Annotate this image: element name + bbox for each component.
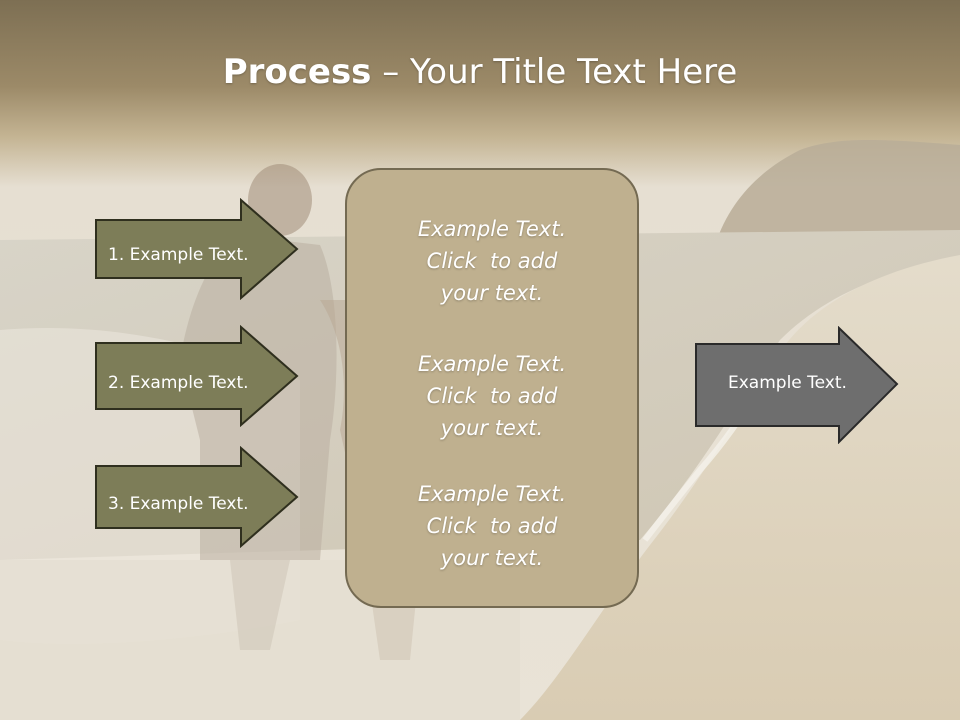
process-step-2-arrow[interactable]	[94, 325, 300, 427]
process-step-2-label: 2. Example Text.	[108, 373, 249, 393]
process-step-1-arrow[interactable]	[94, 198, 300, 300]
center-text-2-line3: your text.	[440, 416, 544, 440]
center-text-3-line1: Example Text.	[417, 482, 567, 506]
center-text-2-line1: Example Text.	[417, 352, 567, 376]
center-text-block-1: Example Text. Click to add your text.	[345, 213, 639, 309]
center-text-1-line1: Example Text.	[417, 217, 567, 241]
slide-title-rest: – Your Title Text Here	[371, 52, 738, 92]
center-text-2-line2: Click to add	[426, 384, 558, 408]
center-text-3-line2: Click to add	[426, 514, 558, 538]
result-arrow[interactable]	[694, 326, 900, 444]
center-text-block-3: Example Text. Click to add your text.	[345, 478, 639, 574]
center-text-box[interactable]	[345, 168, 639, 608]
process-step-3-arrow[interactable]	[94, 446, 300, 548]
result-arrow-label: Example Text.	[728, 373, 847, 393]
center-text-3-line3: your text.	[440, 546, 544, 570]
process-step-3-label: 3. Example Text.	[108, 494, 249, 514]
slide-title: Process – Your Title Text Here	[0, 52, 960, 92]
center-text-1-line3: your text.	[440, 281, 544, 305]
center-text-block-2: Example Text. Click to add your text.	[345, 348, 639, 444]
center-text-1-line2: Click to add	[426, 249, 558, 273]
process-step-1-label: 1. Example Text.	[108, 245, 249, 265]
slide-title-bold: Process	[222, 52, 372, 92]
